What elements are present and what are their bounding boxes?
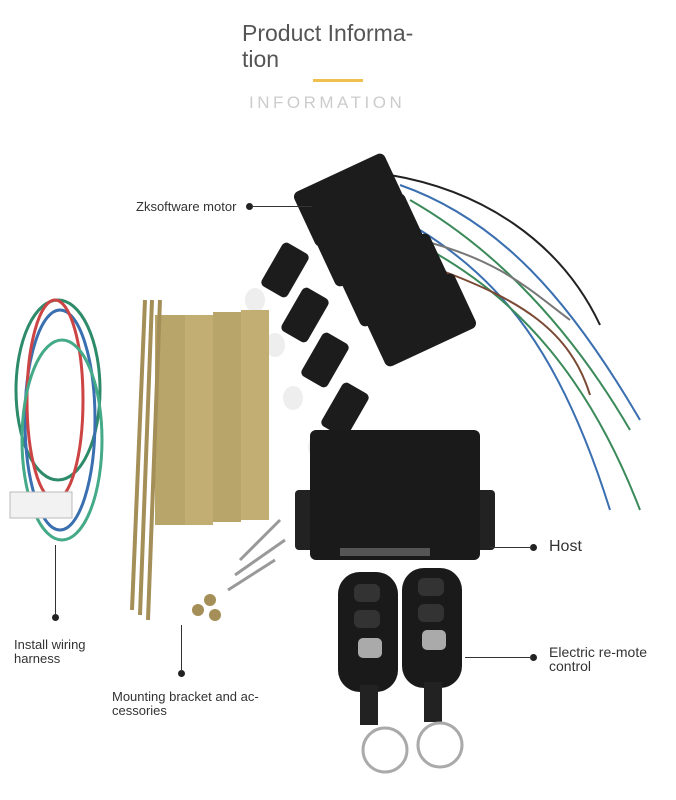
motor-wires xyxy=(389,174,641,511)
callout-remote-label: Electric re-mote control xyxy=(549,644,648,674)
callout-motor-label: Zksoftware motor xyxy=(136,199,237,214)
callout-harness-label: Install wiring harness xyxy=(14,637,86,666)
wiring-harness xyxy=(9,298,104,542)
mounting-brackets xyxy=(130,299,269,621)
callout-bracket-line xyxy=(181,625,182,671)
callout-motor-dot xyxy=(246,203,253,210)
remote-controls xyxy=(338,568,464,774)
callout-host-dot xyxy=(530,544,537,551)
page-subtitle: INFORMATION xyxy=(249,93,406,112)
callout-bracket-label: Mounting bracket and ac-cessories xyxy=(112,689,259,718)
callout-bracket-dot xyxy=(178,670,185,677)
door-lock-motors xyxy=(245,153,477,459)
page-title: Product Informa-tion xyxy=(242,20,414,72)
callout-host-line xyxy=(490,547,532,548)
screws xyxy=(192,518,286,621)
host-unit xyxy=(295,430,495,560)
callout-motor-line xyxy=(252,206,312,207)
callout-host-label: Host xyxy=(549,538,582,555)
callout-harness-line xyxy=(55,545,56,615)
callout-harness-dot xyxy=(52,614,59,621)
callout-remote-line xyxy=(465,657,532,658)
title-accent-bar xyxy=(313,79,363,82)
callout-remote-dot xyxy=(530,654,537,661)
